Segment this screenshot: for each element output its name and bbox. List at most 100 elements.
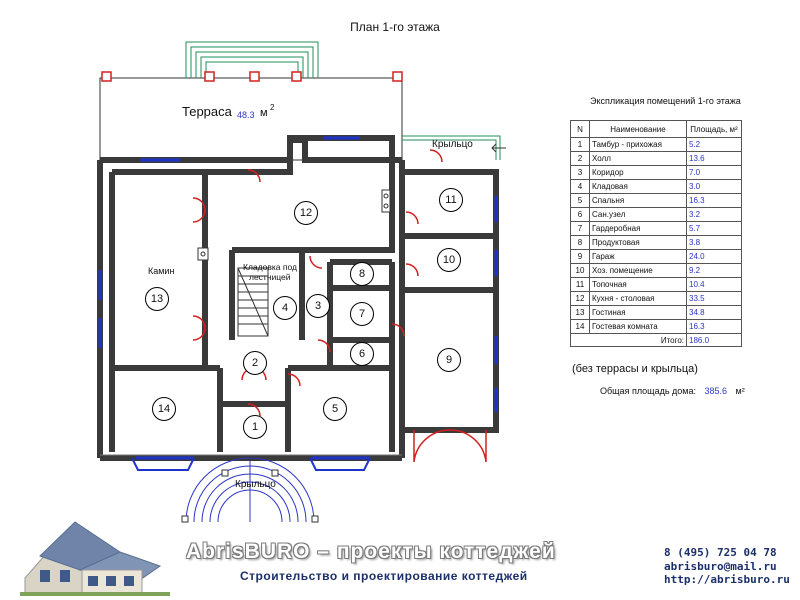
- row-area: 3.2: [686, 207, 742, 222]
- porch-top-right: [402, 135, 501, 160]
- row-area: 13.6: [686, 151, 742, 166]
- row-name: Гостиная: [589, 305, 687, 320]
- row-name: Сан.узел: [589, 207, 687, 222]
- header-area: Площадь, м²: [686, 120, 742, 138]
- total-value: 186.0: [686, 333, 742, 347]
- pantry-label-line1: Кладовка под: [243, 262, 297, 272]
- row-area: 5.2: [686, 137, 742, 152]
- room-number-4: 4: [273, 296, 297, 320]
- row-name: Кухня - столовая: [589, 291, 687, 306]
- room-number-6: 6: [350, 342, 374, 366]
- row-area: 16.3: [686, 193, 742, 208]
- room-number-5: 5: [323, 397, 347, 421]
- row-name: Холл: [589, 151, 687, 166]
- room-number-14: 14: [152, 397, 176, 421]
- terrace-stairs: [185, 41, 319, 78]
- row-number: 4: [570, 179, 590, 194]
- row-name: Топочная: [589, 277, 687, 292]
- terrace-unit: м: [260, 107, 268, 119]
- row-name: Тамбур - прихожая: [589, 137, 687, 152]
- porch-bottom-round: [185, 457, 315, 523]
- total-row: Итого: 186.0: [570, 333, 742, 347]
- row-area: 3.0: [686, 179, 742, 194]
- row-name: Спальня: [589, 193, 687, 208]
- row-name: Продуктовая: [589, 235, 687, 250]
- row-number: 14: [570, 319, 590, 334]
- room-number-1: 1: [243, 415, 267, 439]
- room-number-10: 10: [437, 248, 461, 272]
- row-name: Гардеробная: [589, 221, 687, 236]
- interior-stairs: [237, 267, 269, 337]
- row-number: 10: [570, 263, 590, 278]
- row-number: 12: [570, 291, 590, 306]
- row-name: Кладовая: [589, 179, 687, 194]
- chimney-symbol: [381, 189, 391, 213]
- room-number-3: 3: [306, 294, 330, 318]
- house-illustration: [20, 521, 170, 596]
- room-number-7: 7: [350, 302, 374, 326]
- row-number: 3: [570, 165, 590, 180]
- row-name: Гостевая комната: [589, 319, 687, 334]
- row-area: 5.7: [686, 221, 742, 236]
- contact-url[interactable]: http://abrisburo.ru: [664, 573, 790, 586]
- room-number-2: 2: [243, 351, 267, 375]
- row-name: Коридор: [589, 165, 687, 180]
- row-number: 2: [570, 151, 590, 166]
- row-number: 1: [570, 137, 590, 152]
- terrace-area: 48.3: [237, 110, 255, 120]
- explication-title: Экспликация помещений 1-го этажа: [590, 96, 741, 106]
- house-total-unit: м²: [735, 386, 745, 396]
- row-area: 24.0: [686, 249, 742, 264]
- brand-name: AbrisBURO – проекты коттеджей: [186, 540, 556, 563]
- porch-bottom-label: Крыльцо: [235, 479, 276, 490]
- row-area: 9.2: [686, 263, 742, 278]
- house-total-value: 385.6: [704, 386, 728, 396]
- house-total-label: Общая площадь дома:: [600, 386, 696, 396]
- row-number: 6: [570, 207, 590, 222]
- table-header-row: N Наименование Площадь, м²: [570, 120, 742, 138]
- row-name: Гараж: [589, 249, 687, 264]
- room-number-8: 8: [350, 262, 374, 286]
- header-number: N: [570, 120, 590, 138]
- fireplace-symbol: [197, 247, 209, 261]
- brand-tagline: Строительство и проектирование коттеджей: [240, 569, 528, 583]
- row-number: 5: [570, 193, 590, 208]
- row-area: 34.8: [686, 305, 742, 320]
- contact-phone: 8 (495) 725 04 78: [664, 546, 777, 559]
- porch-top-label: Крыльцо: [432, 139, 473, 150]
- row-number: 13: [570, 305, 590, 320]
- row-area: 10.4: [686, 277, 742, 292]
- pantry-label-line2: лестницей: [249, 272, 291, 282]
- contact-email[interactable]: abrisburo@mail.ru: [664, 560, 777, 573]
- house-total-area: Общая площадь дома: 385.6 м²: [600, 386, 745, 396]
- terrace-label: Терраса: [182, 104, 232, 119]
- row-area: 16.3: [686, 319, 742, 334]
- row-area: 3.8: [686, 235, 742, 250]
- row-number: 9: [570, 249, 590, 264]
- header-name: Наименование: [589, 120, 687, 138]
- room-number-13: 13: [145, 287, 169, 311]
- row-number: 7: [570, 221, 590, 236]
- terrace-unit-superscript: 2: [270, 103, 275, 112]
- bay-windows: [131, 457, 371, 471]
- plan-title: План 1-го этажа: [350, 20, 440, 34]
- room-number-9: 9: [437, 348, 461, 372]
- explication-note: (без террасы и крыльца): [572, 363, 698, 375]
- porch-arrow-icon: [491, 143, 506, 153]
